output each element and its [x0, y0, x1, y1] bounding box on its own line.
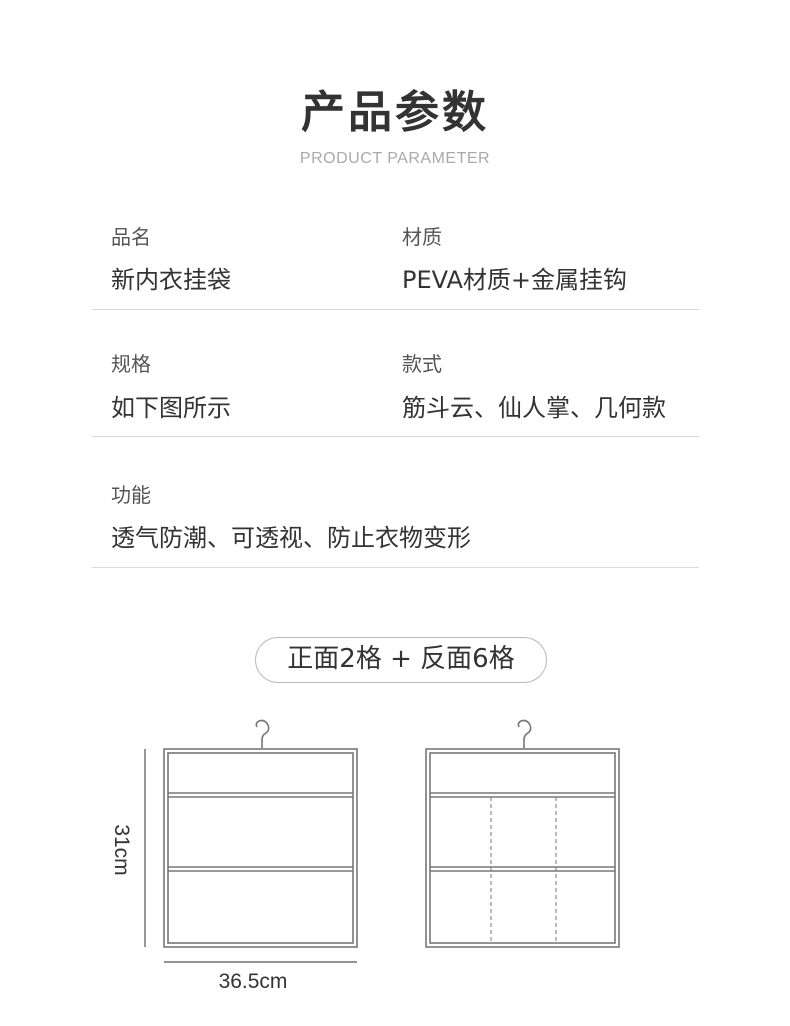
param-value-name: 新内衣挂袋 [111, 266, 231, 294]
param-label-spec: 规格 [111, 352, 151, 376]
pocket-caption-pill: 正面2格 + 反面6格 [255, 637, 547, 683]
back-hanger-hook-icon [517, 719, 532, 748]
param-label-style: 款式 [402, 352, 442, 376]
page-subtitle: PRODUCT PARAMETER [299, 150, 491, 167]
page-title: 产品参数 [301, 87, 489, 138]
width-label: 36.5cm [218, 970, 288, 993]
param-value-function: 透气防潮、可透视、防止衣物变形 [111, 524, 471, 552]
param-value-material: PEVA材质+金属挂钩 [402, 266, 628, 294]
front-hanger-hook-icon [255, 719, 270, 748]
back-bag-inner [429, 752, 616, 944]
param-value-style: 筋斗云、仙人掌、几何款 [402, 394, 666, 422]
param-label-function: 功能 [111, 483, 151, 507]
divider [92, 309, 699, 310]
param-label-material: 材质 [402, 225, 442, 249]
back-bag-outer [425, 748, 620, 948]
back-bag-illustration [425, 719, 620, 948]
param-value-spec: 如下图所示 [111, 394, 231, 422]
front-bag-illustration [163, 719, 358, 948]
back-pocket-dividers [490, 797, 557, 943]
front-bag-outer [163, 748, 358, 948]
front-bag-inner [167, 752, 354, 944]
height-label: 31cm [110, 824, 133, 876]
divider [92, 436, 699, 437]
divider [92, 567, 699, 568]
param-label-name: 品名 [111, 225, 151, 249]
